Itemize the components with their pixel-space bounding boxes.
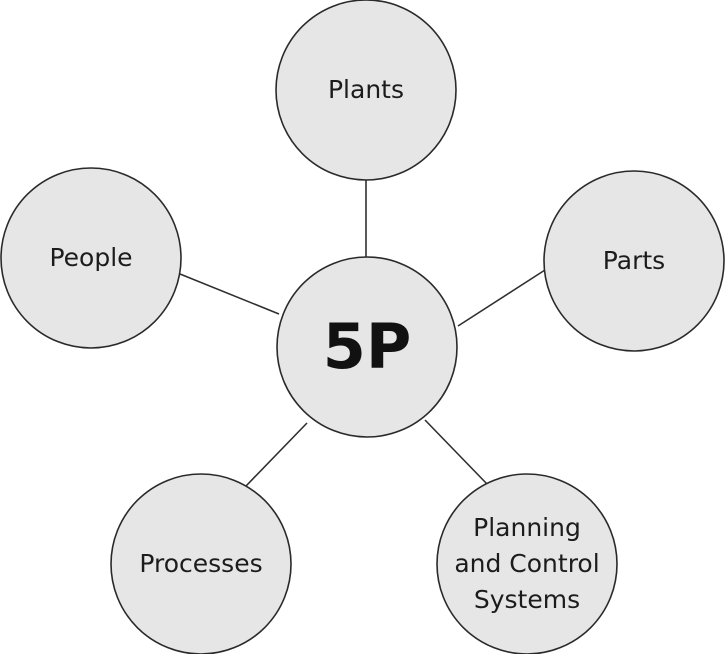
node-label-planning: Planning and Control Systems — [454, 513, 600, 614]
node-circle-plants — [275, 0, 457, 181]
node-circle-center — [276, 256, 458, 438]
node-label-parts: Parts — [602, 246, 666, 275]
node-label-plants: Plants — [327, 75, 404, 104]
node-label-processes: Processes — [139, 549, 263, 578]
node-circle-processes — [110, 473, 292, 654]
center-label: 5P — [322, 310, 412, 383]
node-circle-people — [0, 167, 182, 349]
node-circle-planning — [436, 473, 618, 654]
connector-people — [179, 273, 280, 315]
connector-processes — [245, 422, 308, 487]
node-circle-parts — [543, 170, 725, 352]
connector-parts — [457, 269, 546, 327]
connector-planning — [424, 419, 488, 485]
node-label-people: People — [49, 243, 133, 272]
